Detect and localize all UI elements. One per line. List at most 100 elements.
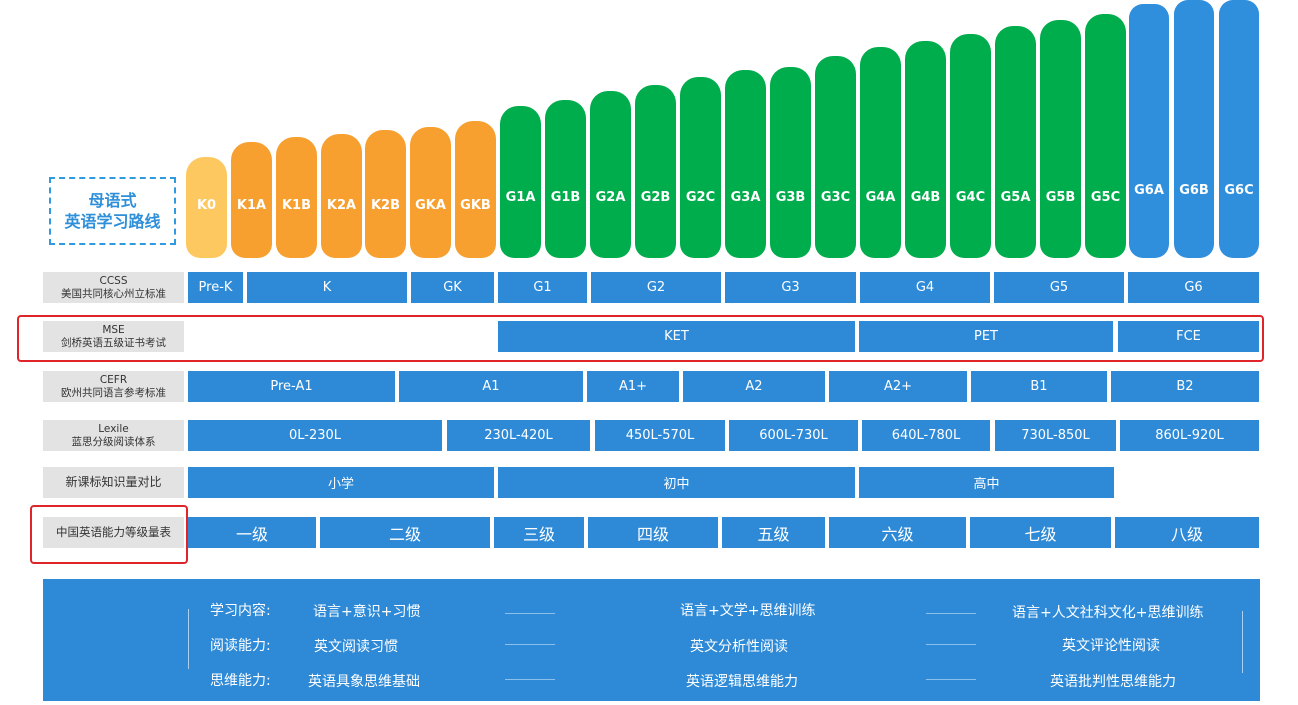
- level-pill-label: G1B: [550, 190, 581, 205]
- level-pill-g6c: G6C: [1219, 0, 1259, 258]
- stage-connector: [505, 679, 555, 680]
- cefr-cell: A1+: [587, 371, 679, 402]
- route-title-line2: 英语学习路线: [64, 212, 161, 231]
- cefr-cell: A2: [683, 371, 825, 402]
- level-pill-g1b: G1B: [545, 100, 586, 258]
- level-pill-g1a: G1A: [500, 106, 541, 258]
- level-pill-label: GKA: [415, 198, 446, 213]
- cefr-cell: B2: [1111, 371, 1259, 402]
- mse-highlight-box: [17, 315, 1264, 362]
- level-pill-label: G6C: [1224, 183, 1254, 198]
- china-level-cell: 一级: [188, 517, 316, 548]
- stage1-content: 语言+意识+习惯: [313, 604, 421, 620]
- panel-divider-left: [188, 609, 189, 669]
- cefr-cell: B1: [971, 371, 1107, 402]
- stage2-thinking: 英语逻辑思维能力: [686, 674, 798, 690]
- level-pill-label: G5C: [1090, 190, 1121, 205]
- level-pill-k2b: K2B: [365, 130, 406, 258]
- level-pill-k0: K0: [186, 157, 227, 258]
- lexile-cell: 0L-230L: [188, 420, 442, 451]
- stage-connector: [505, 613, 555, 614]
- level-pill-k1a: K1A: [231, 142, 272, 258]
- mse-cell: FCE: [1118, 321, 1259, 352]
- level-pill-gkb: GKB: [455, 121, 496, 258]
- level-pill-g5b: G5B: [1040, 20, 1081, 258]
- lexile-cell: 230L-420L: [447, 420, 590, 451]
- level-pill-gka: GKA: [410, 127, 451, 258]
- ccss-cell: G1: [498, 272, 587, 303]
- level-pill-g6b: G6B: [1174, 0, 1214, 258]
- level-pill-g4c: G4C: [950, 34, 991, 258]
- ccss-cell: G4: [860, 272, 990, 303]
- row-label-china: 中国英语能力等级量表: [43, 517, 184, 548]
- level-pill-label: G5A: [1000, 190, 1031, 205]
- china-level-cell: 八级: [1115, 517, 1259, 548]
- china-level-cell: 三级: [494, 517, 584, 548]
- level-pill-k1b: K1B: [276, 137, 317, 258]
- level-pill-label: G2B: [640, 190, 671, 205]
- level-pill-g2c: G2C: [680, 77, 721, 258]
- ccss-cell: Pre-K: [188, 272, 243, 303]
- level-pill-label: K1B: [281, 198, 312, 213]
- lexile-cell: 730L-850L: [995, 420, 1116, 451]
- stage-connector: [926, 613, 976, 614]
- ccss-cell: G5: [994, 272, 1124, 303]
- row-label-ccss: CCSS 美国共同核心州立标准: [43, 272, 184, 303]
- stage2-content: 语言+文学+思维训练: [680, 603, 816, 619]
- lexile-cell: 640L-780L: [862, 420, 990, 451]
- level-pill-g6a: G6A: [1129, 4, 1169, 258]
- cefr-cell: Pre-A1: [188, 371, 395, 402]
- mse-cell: PET: [859, 321, 1113, 352]
- row-label-lexile-name: 蓝思分级阅读体系: [71, 435, 156, 448]
- level-pill-label: G5B: [1045, 190, 1076, 205]
- curriculum-cell: 小学: [188, 467, 494, 498]
- ccss-cell: G2: [591, 272, 721, 303]
- lexile-cell: 450L-570L: [595, 420, 725, 451]
- ccss-cell: GK: [411, 272, 494, 303]
- level-pill-g2a: G2A: [590, 91, 631, 258]
- mse-cell: KET: [498, 321, 855, 352]
- level-pill-g4a: G4A: [860, 47, 901, 258]
- stage3-content: 语言+人文社科文化+思维训练: [1012, 605, 1204, 621]
- row-label-curriculum: 新课标知识量对比: [43, 467, 184, 498]
- row-label-ccss-code: CCSS: [99, 274, 128, 287]
- level-pill-label: G3C: [820, 190, 851, 205]
- ccss-cell: G6: [1128, 272, 1259, 303]
- row-label-cefr-name: 欧州共同语言参考标准: [61, 386, 166, 399]
- stage1-thinking: 英语具象思维基础: [308, 674, 420, 690]
- level-pill-label: G6B: [1179, 183, 1209, 198]
- ccss-cell: K: [247, 272, 407, 303]
- level-pill-label: G6A: [1134, 183, 1164, 198]
- row-label-mse-code: MSE: [102, 323, 125, 336]
- curriculum-cell: 高中: [859, 467, 1114, 498]
- ccss-cell: G3: [725, 272, 856, 303]
- level-pill-label: G4B: [910, 190, 941, 205]
- stage3-reading: 英文评论性阅读: [1062, 638, 1160, 654]
- level-pill-g3a: G3A: [725, 70, 766, 258]
- china-level-cell: 七级: [970, 517, 1111, 548]
- level-pill-label: GKB: [460, 198, 491, 213]
- stage1-reading: 英文阅读习惯: [314, 639, 398, 655]
- row-label-mse-name: 剑桥英语五级证书考试: [61, 336, 166, 349]
- level-pill-label: G3B: [775, 190, 806, 205]
- level-pill-label: G1A: [505, 190, 536, 205]
- lexile-cell: 600L-730L: [729, 420, 858, 451]
- row-label-ccss-name: 美国共同核心州立标准: [61, 287, 166, 300]
- row-label-mse: MSE 剑桥英语五级证书考试: [43, 321, 184, 352]
- row-label-cefr: CEFR 欧州共同语言参考标准: [43, 371, 184, 402]
- level-pill-label: G4C: [955, 190, 986, 205]
- stage-connector: [505, 644, 555, 645]
- level-pill-g3c: G3C: [815, 56, 856, 258]
- china-level-cell: 四级: [588, 517, 718, 548]
- ability-panel: 学习内容: 阅读能力: 思维能力: 语言+意识+习惯 英文阅读习惯 英语具象思维…: [43, 579, 1260, 701]
- china-scale-highlight-box: [30, 505, 188, 564]
- row-label-curriculum-name: 新课标知识量对比: [65, 475, 162, 489]
- level-pill-label: G2A: [595, 190, 626, 205]
- stage2-reading: 英文分析性阅读: [690, 639, 788, 655]
- row-label-china-name: 中国英语能力等级量表: [56, 525, 171, 539]
- china-level-cell: 六级: [829, 517, 966, 548]
- level-pill-label: K2B: [370, 198, 401, 213]
- route-title-line1: 母语式: [88, 191, 137, 210]
- cefr-cell: A1: [399, 371, 583, 402]
- level-pill-g3b: G3B: [770, 67, 811, 258]
